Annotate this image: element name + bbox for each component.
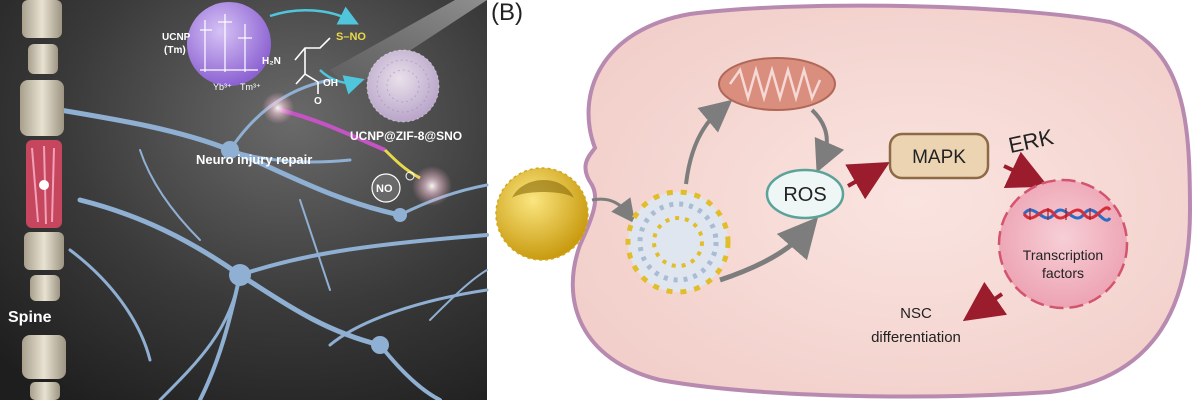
arrow-mapk-to-nucleus — [1003, 151, 1049, 188]
ros-label: ROS — [783, 184, 826, 206]
ucnp-particle: Yb³⁺ Tm³⁺ — [187, 2, 271, 92]
no-bubble — [371, 173, 401, 203]
snoc-molecule — [294, 37, 331, 94]
arrow-mitochondrion-to-ros — [810, 108, 845, 173]
internalized-particle — [625, 189, 731, 295]
no-label: NO — [376, 183, 393, 195]
repair-label: Neuro injury repair — [196, 152, 312, 167]
arrow-ros-to-mapk — [845, 162, 890, 200]
ucnp-label-line2: (Tm) — [164, 45, 186, 56]
uptake-arrow — [591, 197, 636, 224]
ros-node — [765, 168, 845, 220]
tf-label-line2: factors — [1042, 265, 1084, 281]
neuron-bodies — [221, 141, 407, 354]
mitochondrion — [718, 57, 836, 111]
ucnp-zif-sno-particle — [366, 49, 440, 123]
panel-a: Spine Yb³⁺ Tm³⁺ UCNP (Tm) — [0, 0, 489, 400]
spine-column — [20, 0, 66, 400]
curved-arrow-2 — [319, 69, 365, 95]
dna-helix — [1022, 206, 1112, 222]
ion-tm-label: Tm³⁺ — [240, 82, 261, 92]
ion-yb-label: Yb³⁺ — [213, 82, 232, 92]
mapk-node — [888, 132, 990, 180]
nsc-label-line1: NSC — [900, 305, 932, 322]
mapk-label: MAPK — [912, 147, 966, 168]
amine-label: H₂N — [262, 56, 281, 67]
tf-label-line1: Transcription — [1023, 247, 1103, 263]
arrow-to-mitochondrion — [684, 99, 733, 185]
glow-spot-2 — [412, 166, 452, 206]
light-beam — [330, 0, 487, 90]
glow-spot-1 — [262, 92, 294, 124]
panel-b: (B) ROS MAP — [491, 0, 1193, 399]
arrow-nucleus-to-nsc — [962, 281, 1008, 322]
nsc-label-line2: differentiation — [871, 329, 961, 346]
curved-arrow-1 — [269, 6, 359, 25]
spine-label: Spine — [8, 309, 52, 326]
panel-b-label: (B) — [491, 0, 523, 26]
nanoparticle-label: UCNP@ZIF-8@SNO — [350, 129, 462, 143]
ucnp-label-line1: UCNP — [162, 32, 191, 43]
nucleus: Transcription factors — [997, 178, 1129, 310]
gold-nanoparticle — [495, 167, 589, 261]
arrow-particle-to-ros — [719, 216, 819, 283]
carbonyl-label: O — [314, 96, 322, 107]
snoc-group-label: S–NO — [336, 31, 366, 43]
hydroxyl-label: OH — [323, 78, 338, 89]
